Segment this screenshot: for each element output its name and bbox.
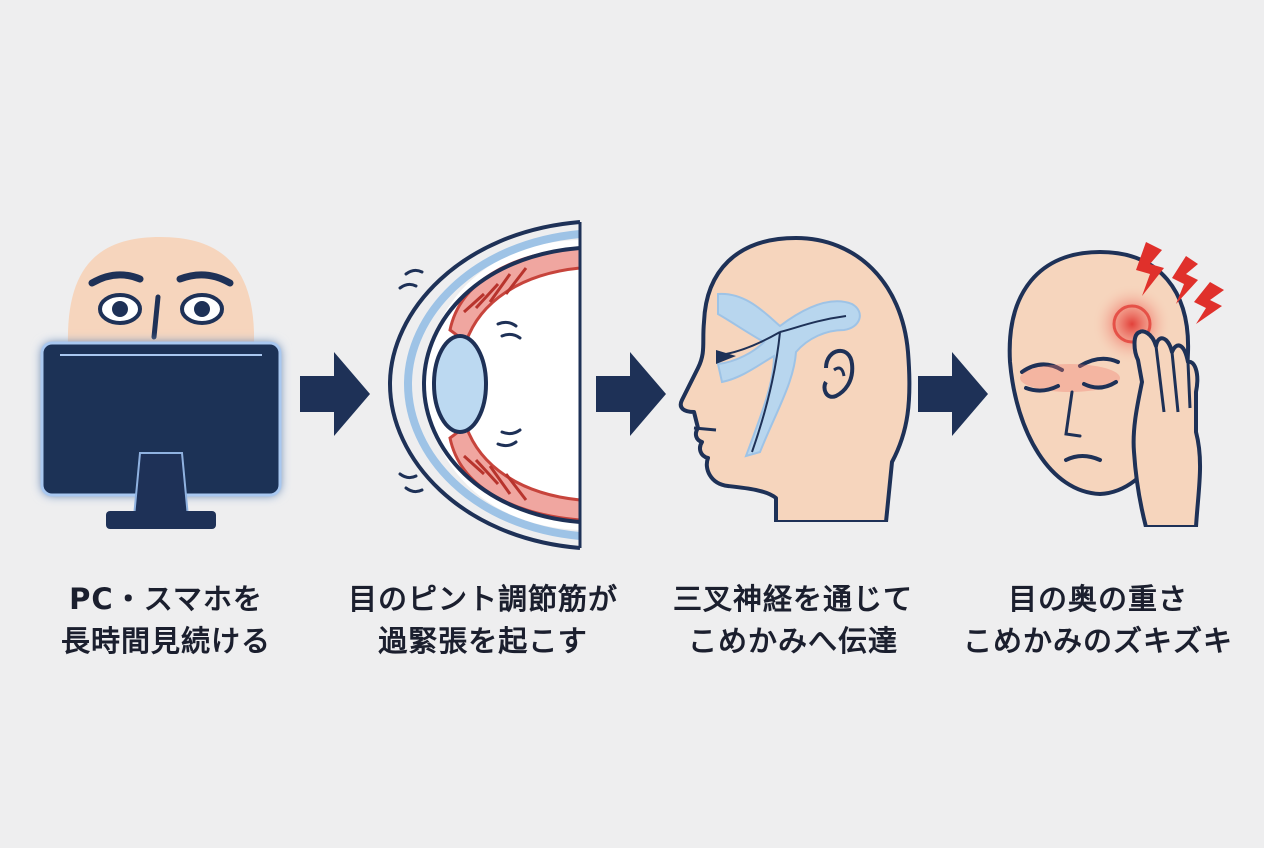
face-shape [67,237,255,345]
caption-step-2: 目のピント調節筋が 過緊張を起こす [333,578,633,662]
caption-step-3: 三叉神経を通じて こめかみへ伝達 [643,578,943,662]
right-arrow-icon [596,352,666,436]
caption-step-1: PC・スマホを 長時間見続ける [16,578,316,662]
person-monitor-icon [40,237,282,529]
head-trigeminal-nerve-icon [678,236,912,522]
caption-line: 三叉神経を通じて [672,582,913,616]
pain-bolt-icon [1172,256,1198,304]
caption-line: 長時間見続ける [60,624,271,658]
lens [432,334,488,434]
left-eyebrow [88,271,144,287]
caption-line: 目のピント調節筋が [347,582,618,616]
headache-icon [1007,242,1224,527]
caption-line: PC・スマホを [69,582,263,616]
pain-bolt-icon [1194,282,1224,324]
caption-step-4: 目の奥の重さ こめかみのズキズキ [948,578,1248,662]
right-eyebrow [176,271,234,287]
hand [1131,329,1203,527]
monitor-base [106,511,216,529]
pain-bolt-icon [1136,242,1164,296]
monitor-stand [132,452,190,518]
trigeminal-nerve [716,292,861,458]
right-arrow-icon [300,352,370,436]
caption-line: 目の奥の重さ [1007,582,1188,616]
eye [716,350,736,364]
caption-line: 過緊張を起こす [378,624,588,658]
right-arrow-icon [918,352,988,436]
head-profile [678,236,912,522]
eye-cross-section-icon [387,220,582,550]
ear [822,348,855,399]
caption-line: こめかみへ伝達 [687,624,898,658]
caption-line: こめかみのズキズキ [962,624,1233,658]
